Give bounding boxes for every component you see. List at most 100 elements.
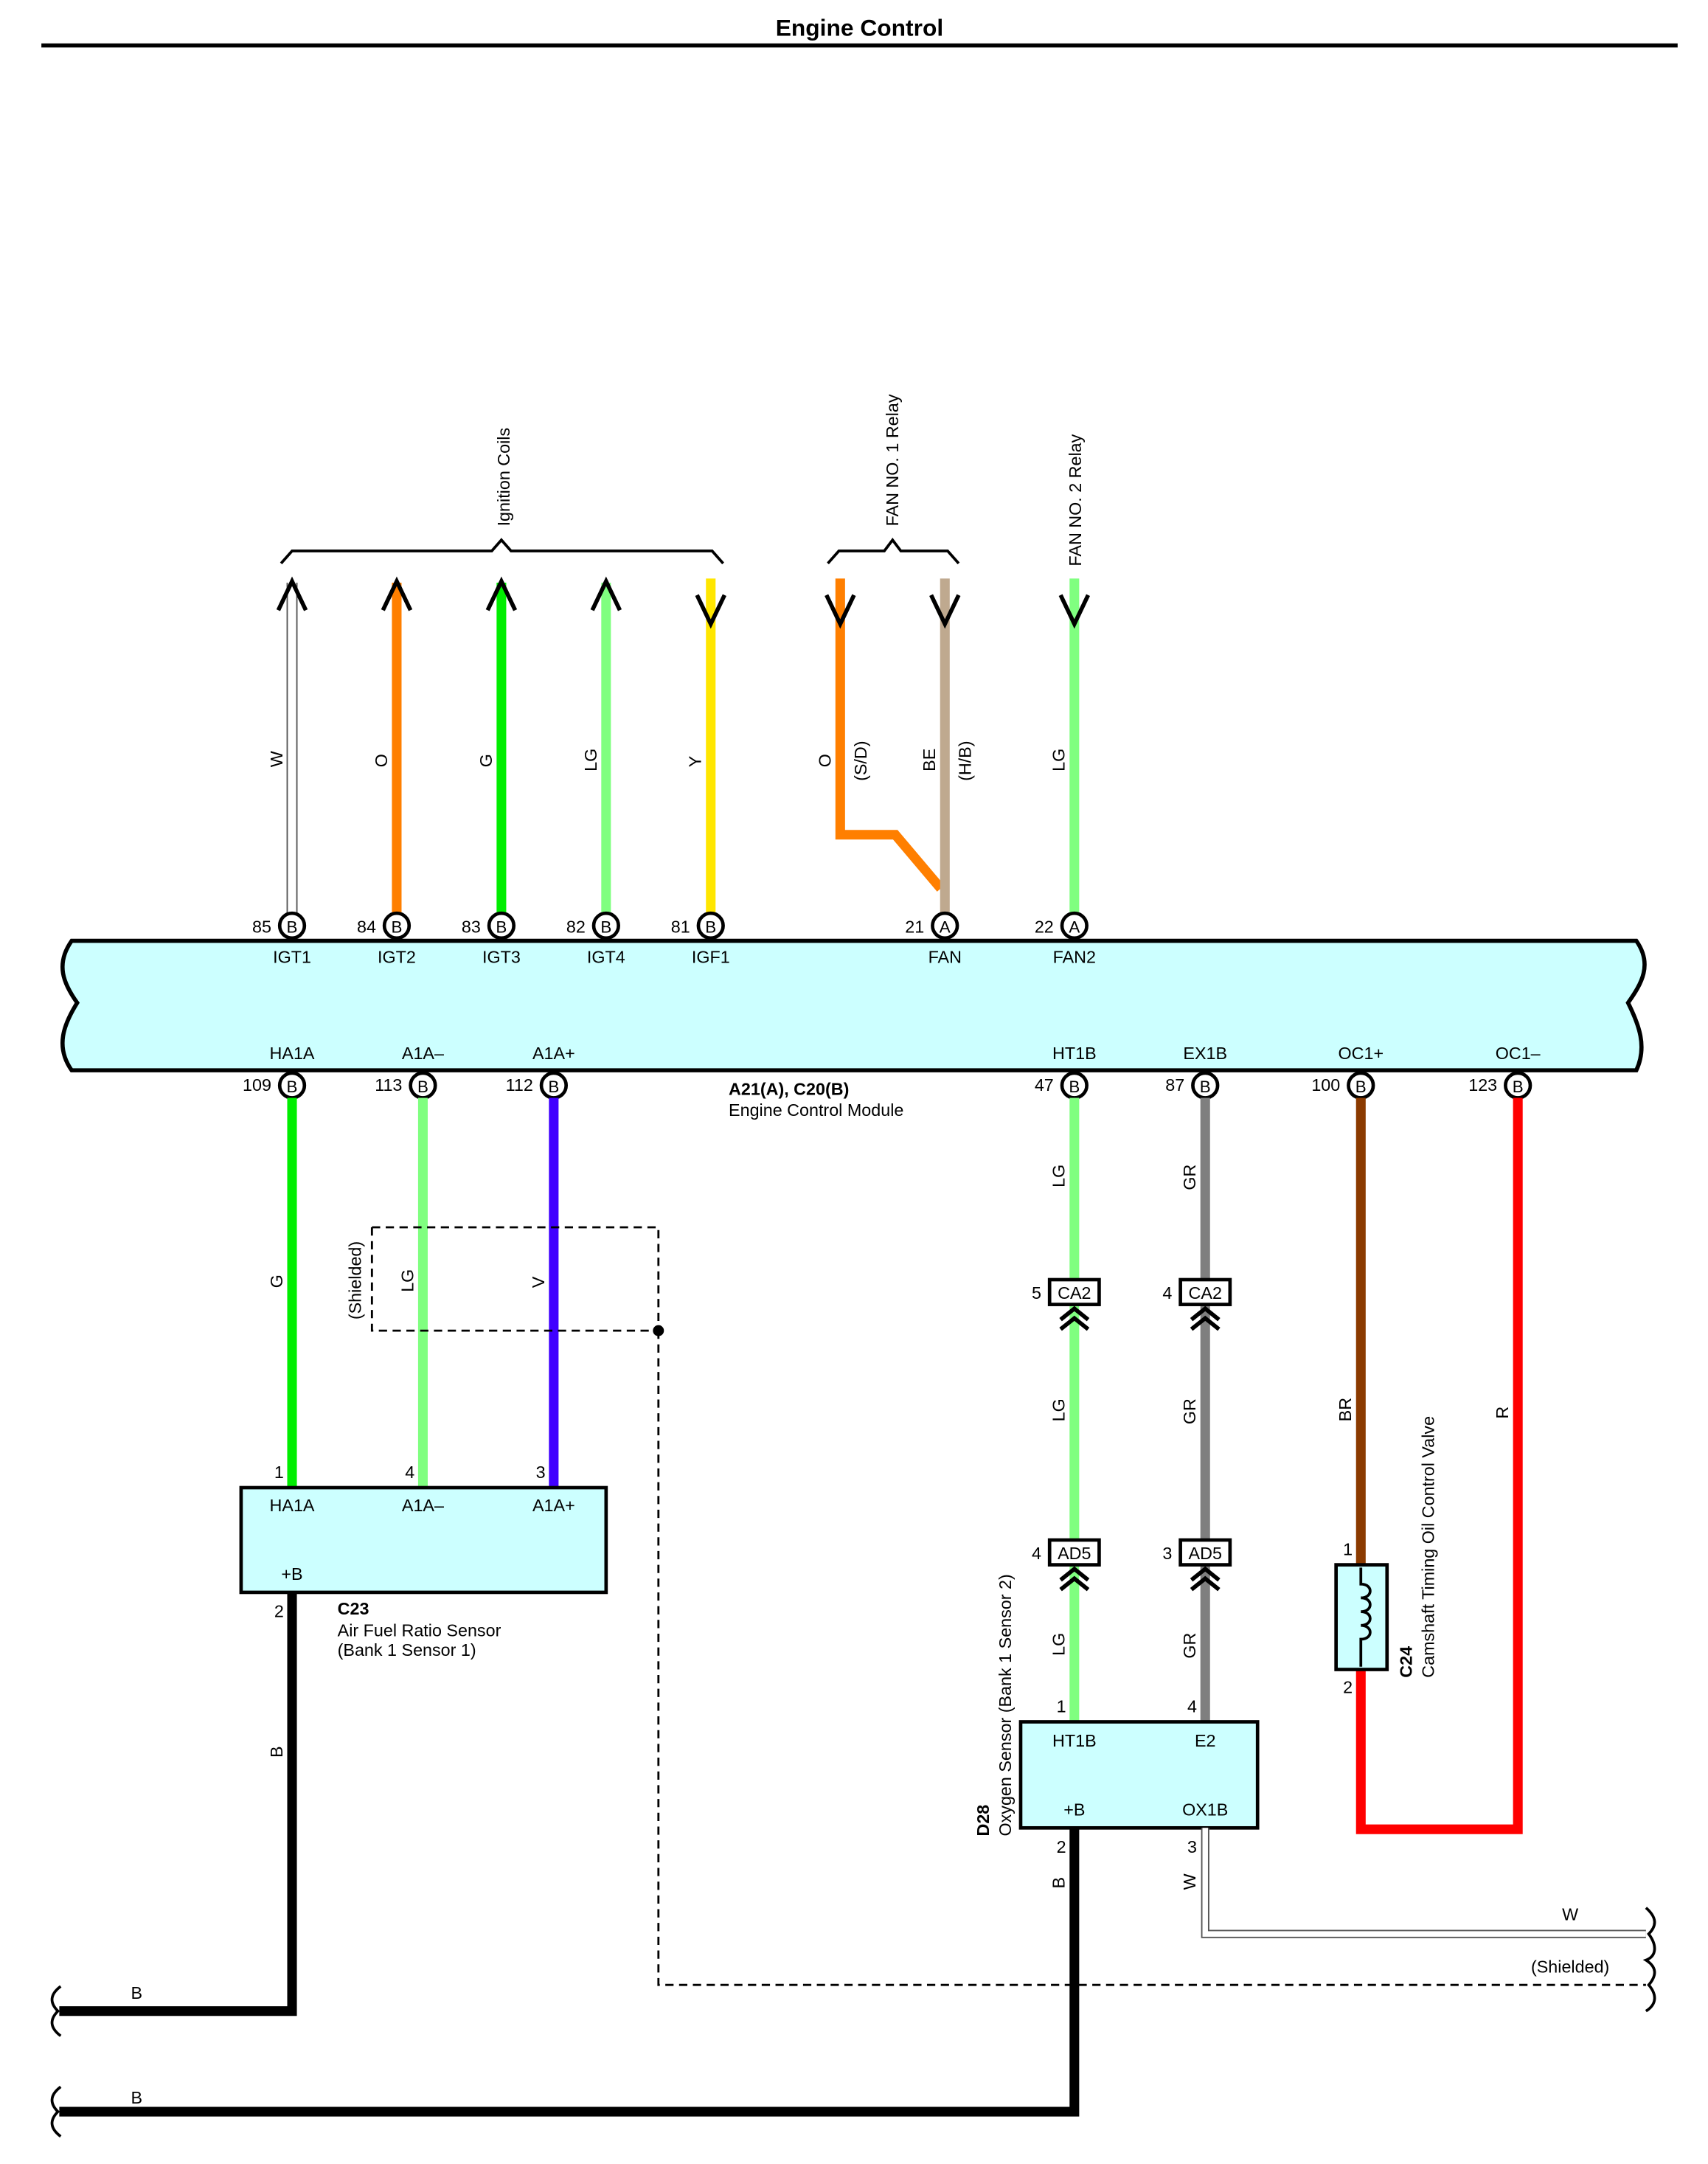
wire-label-gr-ex1b-2: GR (1180, 1398, 1199, 1424)
c23-pin-label-a1a-plus: A1A+ (532, 1496, 575, 1515)
svg-text:112: 112 (506, 1075, 533, 1095)
page-title: Engine Control (776, 15, 943, 41)
c24-coil-icon (1359, 1567, 1372, 1667)
bracket-fan1-relay (827, 537, 960, 565)
wire-label-g: G (476, 754, 496, 767)
wire-label-w: W (267, 751, 286, 767)
svg-text:B: B (496, 918, 507, 936)
ecm-bottom-pin-ht1b: HT1B B 47 (1035, 1044, 1097, 1100)
wire-r-oc1-minus (1355, 1097, 1523, 1834)
arrow-up-igt3 (485, 576, 518, 611)
svg-text:AD5: AD5 (1189, 1544, 1222, 1563)
bracket-ignition-coils (280, 538, 724, 565)
wire-label-lg-a1a: LG (398, 1269, 417, 1292)
wire-label-w-ox1b-horiz: W (1562, 1904, 1578, 1924)
connector-ca2-lg: CA2 5 (1032, 1277, 1101, 1331)
svg-text:B: B (287, 918, 298, 936)
fan2-relay-label: FAN NO. 2 Relay (1066, 434, 1085, 566)
wire-label-lg-ht1b-3: LG (1049, 1633, 1069, 1656)
svg-text:B: B (1355, 1078, 1367, 1096)
svg-text:47: 47 (1035, 1075, 1054, 1095)
ecm-pin-label-a1a-minus: A1A– (402, 1044, 444, 1063)
wire-label-b-c23: B (267, 1746, 286, 1758)
svg-text:A: A (940, 918, 951, 936)
svg-text:100: 100 (1311, 1075, 1340, 1095)
ecm-name: Engine Control Module (729, 1100, 903, 1120)
ecm-pin-label-oc1-minus: OC1– (1496, 1044, 1541, 1063)
ecm-top-pin-fan: A 21 FAN (905, 911, 962, 966)
wire-label-be: BE (920, 749, 939, 771)
wire-label-r: R (1493, 1407, 1512, 1419)
svg-text:85: 85 (252, 917, 271, 936)
ecm-top-pin-fan2: A 22 FAN2 (1035, 911, 1096, 966)
ecm-body (60, 938, 1647, 1072)
svg-text:113: 113 (375, 1075, 402, 1095)
c24-name: Camshaft Timing Oil Control Valve (1418, 1416, 1437, 1678)
wire-label-b-d28-horiz: B (131, 2088, 143, 2107)
wire-label-w-ox1b: W (1180, 1873, 1199, 1890)
ecm-pin-label-oc1-plus: OC1+ (1338, 1044, 1384, 1063)
svg-text:109: 109 (243, 1075, 271, 1095)
fan1-relay-label: FAN NO. 1 Relay (883, 394, 902, 526)
ecm-pin-label-ht1b: HT1B (1052, 1044, 1097, 1063)
ignition-coils-label: Ignition Coils (494, 428, 513, 527)
svg-text:B: B (391, 918, 402, 936)
svg-text:B: B (600, 918, 611, 936)
ecm-pin-label-igt4: IGT4 (587, 947, 625, 966)
svg-text:CA2: CA2 (1189, 1283, 1222, 1303)
c23-pin-label-ha1a: HA1A (270, 1496, 315, 1515)
svg-text:81: 81 (671, 917, 690, 936)
ecm-bottom-pin-oc1-minus: OC1– B 123 (1468, 1044, 1541, 1100)
svg-text:22: 22 (1035, 917, 1054, 936)
wire-w-ox1b (1201, 1828, 1646, 1938)
svg-text:AD5: AD5 (1058, 1544, 1091, 1563)
ecm-top-pin-igt2: B 84 IGT2 (357, 911, 416, 966)
ecm-bottom-pin-ex1b: EX1B B 87 (1165, 1044, 1227, 1100)
ecm-pin-label-ha1a: HA1A (270, 1044, 315, 1063)
c23-code: C23 (338, 1599, 369, 1618)
ecm-pin-label-igt2: IGT2 (378, 947, 416, 966)
svg-text:B: B (1069, 1078, 1080, 1096)
wire-label-g-ha1a: G (267, 1275, 286, 1288)
arrow-down-fan-sd (825, 594, 856, 629)
wire-b-c23-ground (59, 1592, 297, 2016)
wire-label-b-d28: B (1049, 1877, 1069, 1889)
svg-text:B: B (417, 1078, 428, 1096)
wire-label-gr-ex1b-1: GR (1180, 1165, 1199, 1190)
svg-text:A: A (1069, 918, 1080, 936)
wire-note-hb: (H/B) (956, 741, 975, 780)
shielded-label-c23: (Shielded) (345, 1241, 364, 1319)
wire-o-fan-sd (835, 578, 945, 892)
ecm-pin-label-igf1: IGF1 (692, 947, 730, 966)
svg-text:82: 82 (566, 917, 586, 936)
ecm-code: A21(A), C20(B) (729, 1080, 849, 1099)
connector-ad5-gr: AD5 3 (1162, 1538, 1232, 1592)
ecm-top-pin-igt4: B 82 IGT4 (566, 911, 625, 966)
d28-name: Oxygen Sensor (Bank 1 Sensor 2) (996, 1574, 1015, 1836)
break-symbol-left-1 (50, 1985, 62, 2037)
ecm-pin-label-fan2: FAN2 (1053, 947, 1096, 966)
ecm-pin-label-ex1b: EX1B (1183, 1044, 1227, 1063)
wire-b-d28-ground (59, 1828, 1080, 2117)
svg-text:B: B (705, 918, 716, 936)
ecm-top-pin-igf1: B 81 IGF1 (671, 911, 730, 966)
wire-label-lg-fan2: LG (1049, 749, 1069, 771)
ecm-bottom-pin-oc1-plus: OC1+ B 100 (1311, 1044, 1384, 1100)
wire-label-o: O (372, 754, 391, 767)
d28-pin-label-e2: E2 (1195, 1731, 1216, 1750)
c23-name: Air Fuel Ratio Sensor (338, 1621, 501, 1640)
svg-text:B: B (1200, 1078, 1211, 1096)
svg-text:B: B (1513, 1078, 1524, 1096)
svg-text:123: 123 (1468, 1075, 1497, 1095)
c23-pin1-num: 1 (274, 1463, 284, 1482)
c24-code: C24 (1396, 1646, 1415, 1678)
c23-sub: (Bank 1 Sensor 1) (338, 1640, 476, 1660)
arrow-up-igt2 (381, 576, 413, 611)
d28-pin4-num: 4 (1187, 1696, 1197, 1716)
svg-text:B: B (548, 1078, 559, 1096)
c24-pin2-num: 2 (1343, 1677, 1353, 1696)
wire-label-lg-ht1b-2: LG (1049, 1398, 1069, 1421)
shield-junction (653, 1325, 664, 1336)
wire-label-v: V (529, 1276, 548, 1288)
